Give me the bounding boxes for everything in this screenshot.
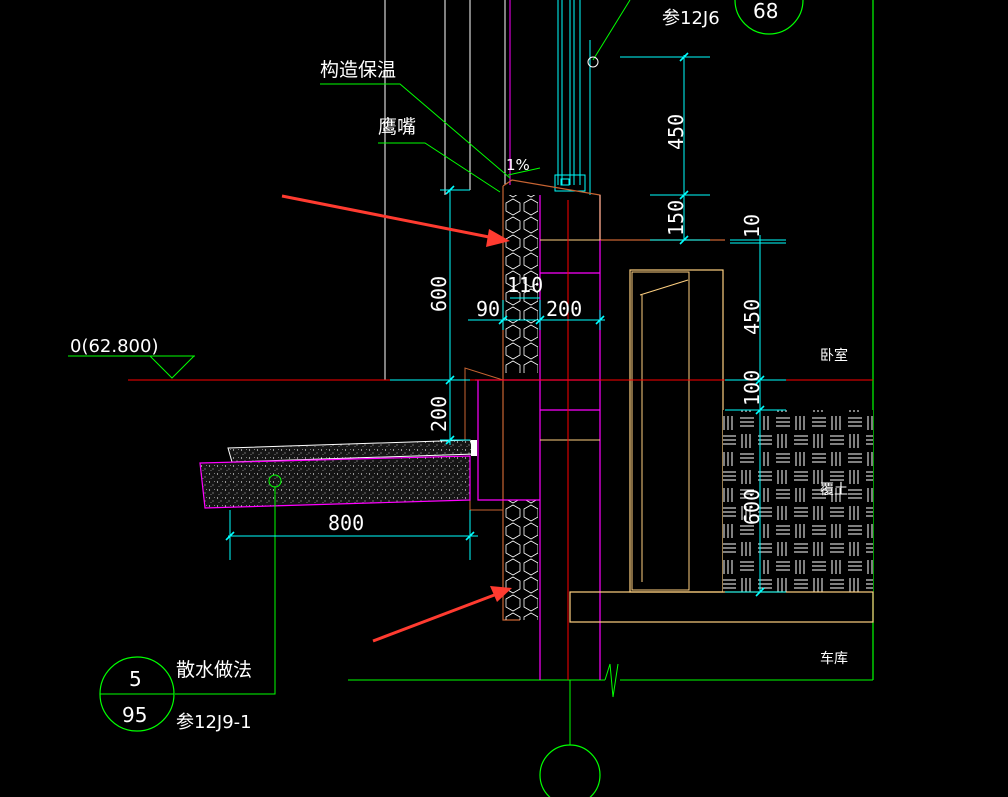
label-insulation: 构造保温 — [320, 59, 396, 81]
break-line — [604, 663, 619, 698]
callout-bottom-top: 5 — [129, 667, 142, 691]
label-drip: 鹰嘴 — [378, 116, 416, 138]
dim-110: 110 — [507, 273, 543, 297]
slope-arrow — [507, 167, 541, 176]
dim-150: 150 — [664, 200, 688, 236]
window-sill-frame — [554, 174, 586, 192]
dim-600-left: 600 — [427, 276, 451, 312]
annotation-arrow-upper — [281, 194, 510, 247]
drip-leader — [378, 142, 501, 193]
dim-90: 90 — [476, 297, 500, 321]
elevation-label: 0(62.800) — [70, 336, 158, 357]
dimension-ticks — [225, 52, 765, 597]
callout-top-number: 68 — [753, 0, 778, 23]
callout-top-circle — [734, 0, 804, 35]
wall-inner-lines — [540, 239, 600, 441]
dim-450-top: 450 — [664, 114, 688, 150]
apron-ref: 参12J9-1 — [176, 712, 252, 733]
dim-10: 10 — [740, 214, 764, 238]
apron-title: 散水做法 — [176, 659, 252, 681]
dim-450-right: 450 — [740, 299, 764, 335]
dim-200-horizontal: 200 — [546, 297, 582, 321]
apron-leader — [175, 487, 276, 695]
facade-lines — [384, 0, 506, 380]
footing-slab — [569, 591, 874, 623]
step-outline-lower — [469, 500, 503, 511]
annotation-arrow-lower — [372, 586, 512, 643]
window-frame-lines — [557, 0, 591, 195]
soil-fill — [723, 410, 873, 592]
ref-top: 参12J6 — [662, 8, 720, 29]
dimension-lines — [228, 55, 786, 593]
ref-leader — [592, 0, 631, 61]
dim-100: 100 — [740, 370, 764, 406]
elevation-triangle — [149, 355, 195, 379]
apron-joint — [471, 440, 477, 456]
callout-bottom-bottom: 95 — [122, 703, 147, 727]
lightwell-box — [629, 269, 724, 593]
apron-slab — [199, 455, 471, 509]
axis-bubble — [539, 744, 601, 797]
dim-800: 800 — [328, 511, 364, 535]
insulation-leader — [320, 83, 511, 179]
insulation-upper — [505, 195, 538, 373]
lightwell-slope — [639, 279, 689, 296]
label-fill: 覆土 — [820, 482, 848, 498]
dim-200-vertical: 200 — [427, 396, 451, 432]
room-bedroom: 卧室 — [820, 347, 848, 364]
room-garage: 车库 — [820, 650, 848, 667]
window-sill-profile — [560, 178, 570, 186]
ref-dot — [587, 56, 599, 68]
label-slope: 1% — [506, 156, 530, 174]
insulation-lower — [505, 500, 538, 620]
lightwell-inner — [631, 271, 690, 591]
dim-600-right: 600 — [740, 489, 764, 525]
